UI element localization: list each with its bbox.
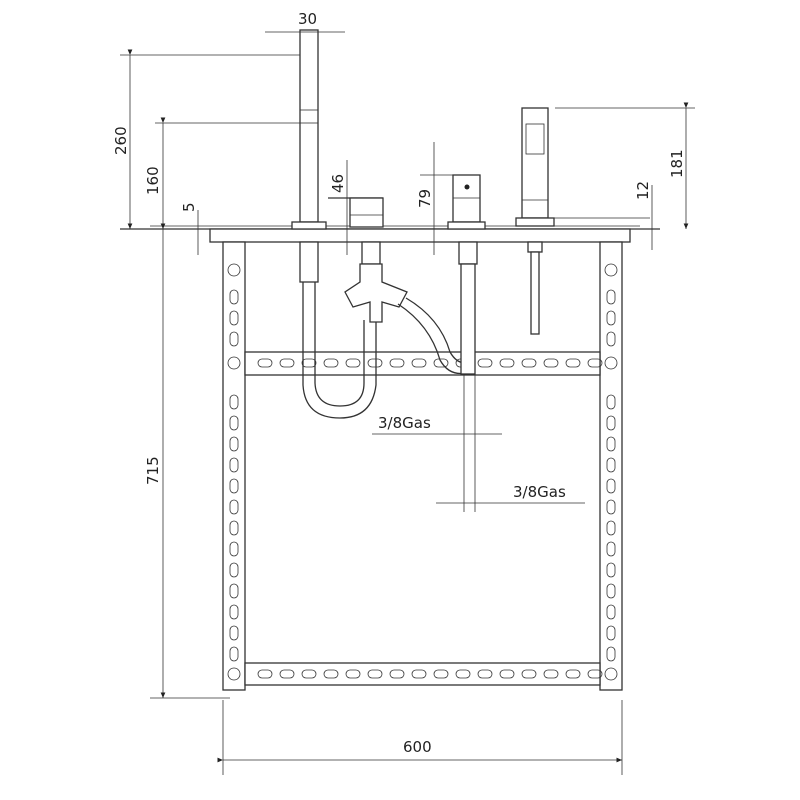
frame-slot [367, 358, 383, 368]
frame-slot [411, 358, 427, 368]
dim-connection-1: 3/8Gas [378, 414, 431, 432]
mounting-frame [222, 241, 623, 691]
frame-slot [229, 604, 239, 620]
dim-shower-height: 181 [668, 149, 686, 178]
frame-slot [606, 499, 616, 515]
frame-slot [229, 436, 239, 452]
frame-slot [323, 669, 339, 679]
frame-slot [565, 358, 581, 368]
frame-slot [229, 541, 239, 557]
dim-diverter-height: 79 [416, 189, 434, 208]
frame-slot [499, 669, 515, 679]
frame-slot [606, 562, 616, 578]
frame-slot [301, 669, 317, 679]
bolt-icon [604, 263, 618, 277]
frame-slot [606, 415, 616, 431]
frame-slot [606, 457, 616, 473]
frame-slot [257, 669, 273, 679]
frame-slot [606, 394, 616, 410]
dim-lever-height: 46 [329, 174, 347, 193]
frame-slot [229, 457, 239, 473]
frame-slot [606, 583, 616, 599]
frame-slot [279, 669, 295, 679]
frame-slot [455, 669, 471, 679]
frame-slot [433, 669, 449, 679]
deck-plate [120, 225, 660, 243]
frame-slot [229, 583, 239, 599]
frame-slot [606, 541, 616, 557]
frame-slot [606, 604, 616, 620]
frame-slot [229, 331, 239, 347]
frame-slot [229, 562, 239, 578]
frame-slot [587, 669, 603, 679]
hand-shower [515, 107, 650, 335]
frame-slot [499, 358, 515, 368]
frame-slot [279, 358, 295, 368]
dim-plate-thickness: 5 [180, 202, 198, 212]
frame-slot [229, 646, 239, 662]
diverter [447, 174, 486, 512]
frame-slot [345, 669, 361, 679]
frame-slot [229, 499, 239, 515]
bath-spout [291, 29, 377, 419]
frame-slot [606, 310, 616, 326]
frame-slot [389, 358, 405, 368]
frame-slot [229, 310, 239, 326]
frame-slot [323, 358, 339, 368]
frame-slot [606, 331, 616, 347]
dim-frame-depth: 715 [144, 456, 162, 485]
dim-shower-base: 12 [634, 181, 652, 200]
frame-slot [606, 478, 616, 494]
dim-connection-2: 3/8Gas [513, 483, 566, 501]
frame-slot [565, 669, 581, 679]
frame-slot [229, 394, 239, 410]
frame-slot [606, 436, 616, 452]
frame-slot [543, 358, 559, 368]
frame-slot [543, 669, 559, 679]
frame-slot [606, 520, 616, 536]
dim-spout-width: 30 [298, 10, 317, 28]
frame-slot [345, 358, 361, 368]
frame-slot [606, 646, 616, 662]
frame-slot [257, 358, 273, 368]
frame-slot [229, 520, 239, 536]
frame-slot [301, 358, 317, 368]
bolt-icon [227, 263, 241, 277]
dimension-lines [120, 31, 695, 775]
frame-slot [433, 358, 449, 368]
bolt-icon [604, 356, 618, 370]
frame-slot [477, 669, 493, 679]
frame-slot [367, 669, 383, 679]
frame-slot [229, 478, 239, 494]
frame-slot [606, 289, 616, 305]
lever-mixer [328, 197, 471, 375]
frame-slot [229, 415, 239, 431]
frame-slot [411, 669, 427, 679]
frame-slot [389, 669, 405, 679]
frame-slot [521, 669, 537, 679]
frame-slot [477, 358, 493, 368]
frame-slot [521, 358, 537, 368]
dim-spout-height: 260 [112, 126, 130, 155]
frame-slot [229, 289, 239, 305]
frame-slot [587, 358, 603, 368]
frame-slot [229, 625, 239, 641]
bolt-icon [227, 356, 241, 370]
frame-slot [606, 625, 616, 641]
bolt-icon [604, 667, 618, 681]
dim-outlet-height: 160 [144, 166, 162, 195]
bolt-icon [227, 667, 241, 681]
dim-frame-width: 600 [403, 738, 432, 756]
